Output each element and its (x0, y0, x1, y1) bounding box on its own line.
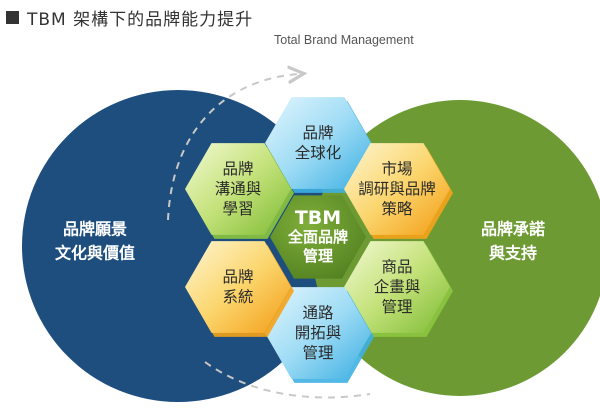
hexagon-product-line: 管理 (381, 298, 412, 316)
tbm-center-line: TBM (295, 207, 341, 229)
hexagon-product-face (344, 241, 450, 333)
hexagon-communication-line: 溝通與 (215, 180, 262, 198)
vision-circle-line: 品牌願景 (63, 220, 127, 239)
hexagon-product-line: 企畫與 (374, 278, 421, 296)
hexagon-system-line: 品牌 (222, 268, 253, 286)
hexagon-market-line: 調研與品牌 (358, 180, 436, 198)
hexagon-channel-line: 通路 (302, 304, 334, 322)
hexagon-global-face (265, 97, 371, 189)
header: TBM 架構下的品牌能力提升 (6, 5, 253, 30)
hexagon-communication-line: 學習 (222, 199, 253, 218)
tbm-center-hexagon (270, 195, 366, 279)
tbm-center-line: 管理 (303, 247, 333, 265)
title-bullet-square (6, 11, 19, 24)
hexagon-product-line: 商品 (381, 258, 412, 276)
hexagon-global-line: 品牌 (302, 124, 333, 142)
hexagon-channel-line: 管理 (302, 344, 333, 362)
hexagon-global-line: 全球化 (295, 144, 342, 162)
hexagon-market-line: 市場 (381, 160, 412, 178)
commitment-circle-line: 品牌承諾 (481, 220, 545, 239)
hexagon-channel-line: 開拓與 (295, 324, 342, 342)
orbit-arc-top (167, 74, 298, 221)
hexagon-channel-face (265, 287, 371, 379)
hexagon-market-line: 策略 (381, 200, 413, 218)
hexagon-communication-face (185, 143, 291, 235)
hexagon-system-line: 系統 (222, 288, 253, 306)
hexagon-system-face (185, 241, 291, 333)
vision-circle-line: 文化與價值 (55, 244, 135, 263)
tbm-center-line: 全面品牌 (287, 228, 348, 246)
page-title: TBM 架構下的品牌能力提升 (27, 10, 254, 30)
commitment-circle-line: 與支持 (489, 244, 537, 263)
hexagon-communication-line: 品牌 (222, 160, 253, 178)
hexagon-market-face (344, 143, 450, 235)
page-subtitle: Total Brand Management (274, 33, 414, 47)
